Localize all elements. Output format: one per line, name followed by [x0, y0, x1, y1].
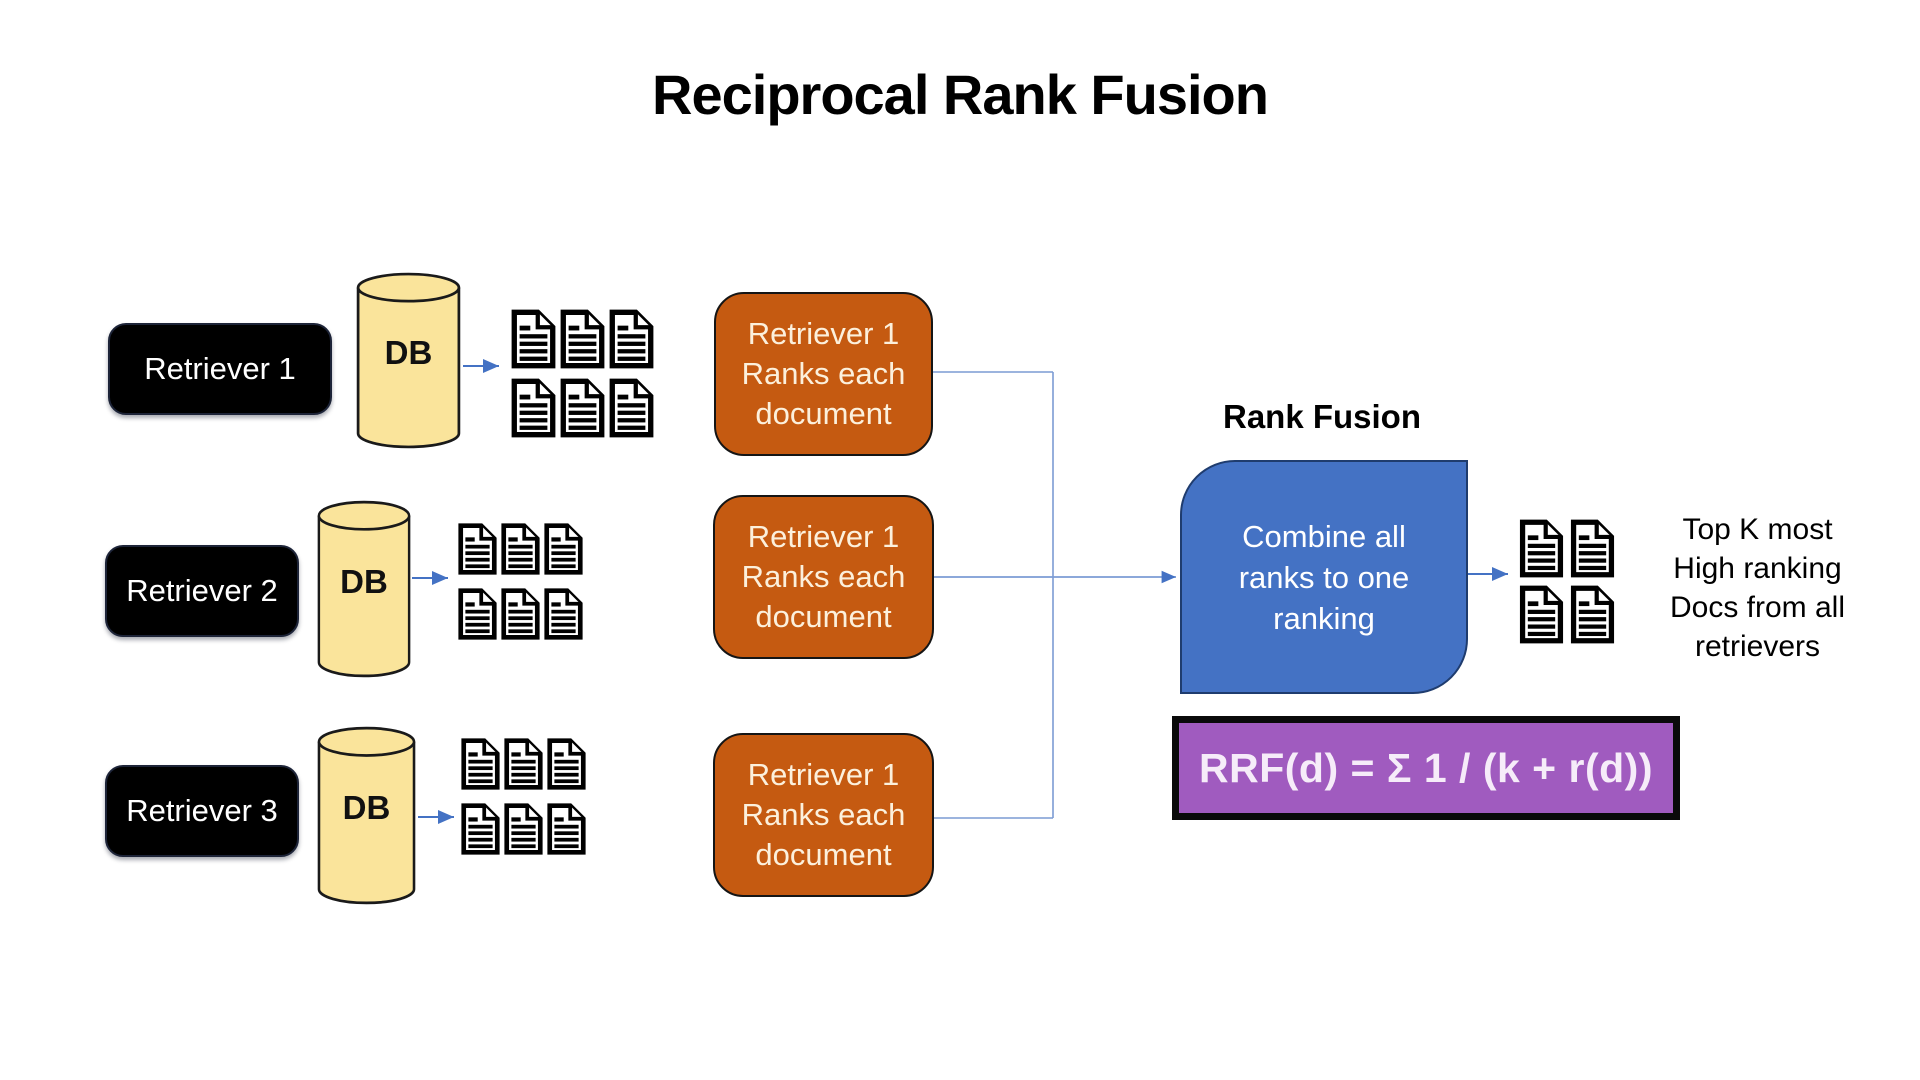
- document-icon: [457, 585, 498, 643]
- database-cylinder-icon: DB: [317, 726, 416, 905]
- rrf-formula-text: RRF(d) = Σ 1 / (k + r(d)): [1199, 744, 1653, 791]
- db-label: DB: [342, 789, 391, 827]
- combine-line: Combine all: [1242, 518, 1406, 554]
- caption-line: retrievers: [1694, 630, 1821, 663]
- retriever-label: Retriever 1: [144, 351, 296, 386]
- ranker-line: Retriever 1: [747, 316, 900, 351]
- db-label: DB: [384, 334, 433, 372]
- document-icon: [510, 308, 557, 370]
- document-icon: [503, 735, 544, 793]
- rrf-formula-box: RRF(d) = Σ 1 / (k + r(d)): [1172, 716, 1680, 820]
- ranker-line: Ranks each: [741, 559, 906, 594]
- document-icon: [1518, 518, 1565, 579]
- document-icon: [543, 520, 584, 578]
- document-icon: [608, 308, 655, 370]
- ranker-box-1: Retriever 1 Ranks each document: [714, 292, 933, 456]
- ranker-box-2: Retriever 1 Ranks each document: [713, 495, 934, 659]
- combine-line: ranks to one: [1238, 559, 1410, 595]
- caption-line: High ranking: [1673, 552, 1842, 585]
- database-cylinder-icon: DB: [356, 272, 461, 449]
- ranker-line: document: [755, 396, 892, 431]
- document-icon: [1518, 584, 1565, 645]
- document-icon: [543, 585, 584, 643]
- ranker-line: Ranks each: [741, 356, 906, 391]
- document-icon: [460, 800, 501, 858]
- ranker-line: Retriever 1: [747, 757, 900, 792]
- caption-line: Docs from all: [1669, 591, 1846, 624]
- document-icon: [510, 377, 557, 439]
- ranker-line: Retriever 1: [747, 519, 900, 554]
- retriever-label: Retriever 3: [126, 793, 278, 828]
- document-icon: [546, 800, 587, 858]
- documents-group-1: [510, 308, 655, 439]
- ranker-box-3: Retriever 1 Ranks each document: [713, 733, 934, 897]
- document-icon: [559, 377, 606, 439]
- document-icon: [460, 735, 501, 793]
- retriever-box-3: Retriever 3: [105, 765, 299, 857]
- ranker-line: document: [755, 837, 892, 872]
- ranker-line: Ranks each: [741, 797, 906, 832]
- document-icon: [608, 377, 655, 439]
- document-icon: [1569, 584, 1616, 645]
- document-icon: [457, 520, 498, 578]
- combine-line: ranking: [1273, 600, 1375, 636]
- document-icon: [546, 735, 587, 793]
- documents-group-3: [460, 735, 587, 858]
- retriever-label: Retriever 2: [126, 573, 278, 608]
- retriever-box-2: Retriever 2: [105, 545, 299, 637]
- output-caption: Top K most High ranking Docs from all re…: [1645, 510, 1870, 666]
- document-icon: [500, 585, 541, 643]
- caption-line: Top K most: [1682, 513, 1833, 546]
- document-icon: [500, 520, 541, 578]
- page-title: Reciprocal Rank Fusion: [652, 63, 1269, 126]
- combine-ranks-box: Combine all ranks to one ranking: [1180, 460, 1468, 694]
- document-icon: [1569, 518, 1616, 579]
- output-documents-group: [1518, 518, 1616, 645]
- db-label: DB: [340, 562, 388, 600]
- retriever-box-1: Retriever 1: [108, 323, 332, 415]
- ranker-line: document: [755, 599, 892, 634]
- document-icon: [503, 800, 544, 858]
- rank-fusion-label: Rank Fusion: [1222, 398, 1422, 435]
- database-cylinder-icon: DB: [317, 500, 411, 678]
- documents-group-2: [457, 520, 584, 643]
- document-icon: [559, 308, 606, 370]
